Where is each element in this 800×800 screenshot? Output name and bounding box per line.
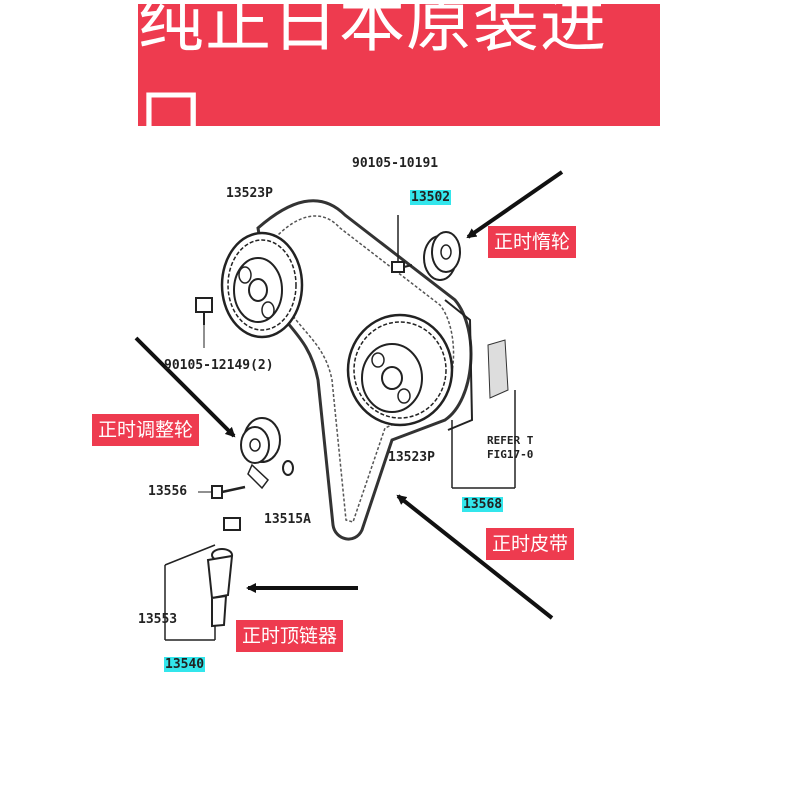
left-bolt	[195, 297, 213, 348]
tensioner-leader-lines	[164, 544, 216, 641]
idler-part-number: 13502	[410, 190, 452, 205]
banner-title: 纯正日本原装进口	[138, 0, 607, 157]
idler-pulley	[423, 231, 461, 281]
upper-cam-pulley	[220, 231, 304, 339]
timing-cover-edge	[444, 299, 474, 431]
belt-arrow	[396, 494, 554, 620]
upper-bolt	[391, 215, 413, 273]
cover-strip	[487, 339, 509, 399]
part-label-washer: 13515A	[264, 512, 311, 527]
adjuster-pulley	[240, 417, 281, 490]
tensioner-assy-part-number: 13540	[164, 657, 206, 672]
callout-tensioner: 正时顶链器	[236, 620, 344, 652]
belt-leader-lines	[451, 390, 516, 489]
tensioner	[206, 517, 241, 628]
idler-arrow	[466, 170, 564, 239]
adjuster-arrow	[134, 336, 236, 438]
timing-belt	[256, 199, 473, 541]
part-label-cam-pulley-upper: 13523P	[226, 186, 273, 201]
refer-note-line1: REFER T	[487, 434, 534, 447]
part-label-tensioner-body: 13553	[138, 612, 178, 627]
belt-part-number: 13568	[462, 497, 504, 512]
lower-cam-pulley	[346, 313, 454, 427]
part-label-cam-pulley-lower: 13523P	[388, 450, 435, 465]
part-label-idler: 13502	[410, 190, 452, 206]
part-label-tensioner-assy: 13540	[164, 657, 206, 673]
refer-note-line2: FIG17-0	[487, 448, 534, 461]
washer	[282, 460, 294, 476]
part-label-bolt-left: 90105-12149(2)	[164, 358, 274, 373]
bolt-13556	[198, 485, 246, 499]
part-label-belt: 13568	[462, 497, 504, 513]
part-label-bolt-13556: 13556	[148, 484, 188, 499]
title-banner: 纯正日本原装进口	[138, 0, 660, 157]
callout-adjuster: 正时调整轮	[92, 414, 200, 446]
callout-idler: 正时惰轮	[488, 226, 577, 258]
part-label-bolt-upper: 90105-10191	[352, 156, 439, 171]
callout-belt: 正时皮带	[486, 528, 575, 560]
